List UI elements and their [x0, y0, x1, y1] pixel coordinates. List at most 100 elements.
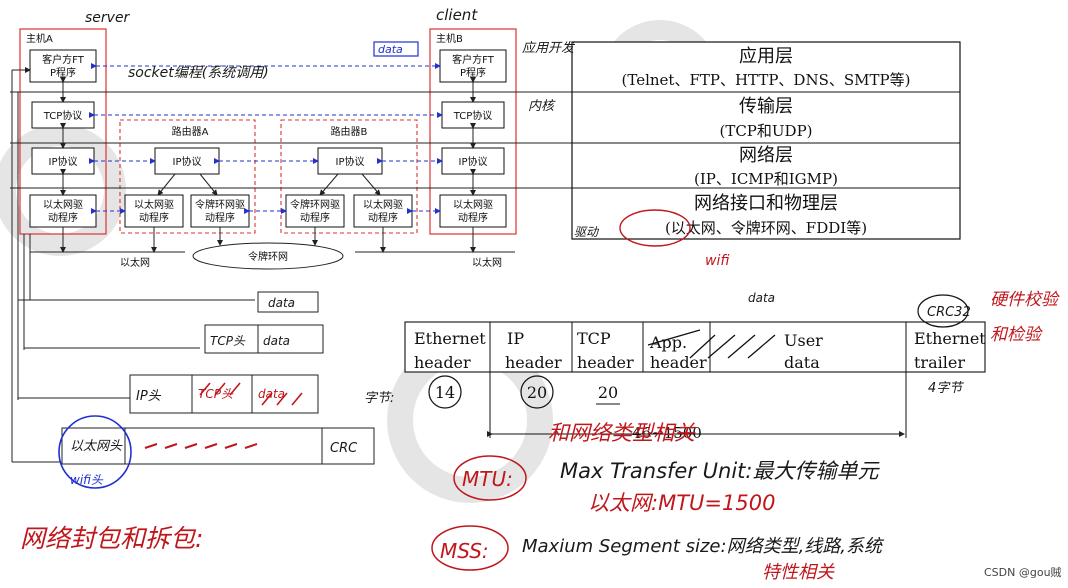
host-b-tcp: TCP协议: [453, 109, 493, 122]
annotation-mss: MSS:: [440, 539, 489, 563]
token-ring: [192, 242, 344, 270]
stack-crc-label: CRC: [330, 441, 358, 456]
annotation-data-mid: data: [748, 291, 775, 305]
annotation-trailer-bytes: 4字节: [928, 380, 964, 396]
annotation-wifi-top: wifi: [705, 253, 729, 269]
data-box-top: [373, 41, 419, 57]
annotation-mss-def: Maxium Segment size:网络类型,线路,系统: [522, 536, 885, 557]
network-label-right: 以太网: [472, 256, 502, 269]
router-b-title: 路由器B: [331, 125, 368, 138]
router-b-ip: IP协议: [336, 155, 365, 168]
annotation-mtu-def: Max Transfer Unit:最大传输单元: [560, 459, 880, 483]
host-a-tcp: TCP协议: [43, 109, 83, 122]
mtu-circle: [453, 455, 527, 501]
annotation-mtu-eth: 以太网:MTU=1500: [588, 491, 775, 515]
tcp-header-size: 20: [598, 383, 618, 402]
router-a: 路由器A IP协议 以太网驱动程序 令牌环网驱动程序: [119, 119, 256, 234]
stack-eth-label: 以太网头: [70, 439, 123, 454]
frame-field-6-line1: Ethernet: [914, 329, 986, 348]
frame-field-2-line1: IP: [507, 329, 524, 348]
stack-wifi-label: wifi头: [70, 473, 104, 487]
host-a-driver: 以太网驱动程序: [43, 198, 83, 224]
ethernet-frame: Ethernet header IP header TCP header App…: [404, 321, 986, 442]
annotation-server: server: [85, 10, 131, 26]
annotation-mtu-related: 和网络类型相关: [548, 421, 696, 445]
router-a-driver-token-line2: 动程序: [205, 211, 235, 224]
frame-field-1-line1: Ethernet: [414, 329, 486, 348]
stack-tcp-data-label: data: [263, 334, 290, 348]
host-b-title: 主机B: [436, 32, 463, 45]
router-a-ip: IP协议: [173, 155, 202, 168]
frame-field-5-line2: data: [784, 353, 820, 372]
annotation-app-dev: 应用开发: [522, 40, 576, 56]
router-a-driver-token: 令牌环网驱动程序: [195, 198, 245, 224]
annotation-kernel: 内核: [528, 99, 556, 114]
annotation-driver: 驱动: [574, 225, 600, 239]
host-a-title: 主机A: [26, 32, 53, 45]
router-b-driver-token-line2: 动程序: [300, 211, 330, 224]
layer-1-detail: (Telnet、FTP、HTTP、DNS、SMTP等): [622, 71, 911, 89]
frame-field-5-line1: User: [784, 331, 823, 350]
router-b-driver-token: 令牌环网驱动程序: [290, 198, 340, 224]
frame-field-4-line2: header: [650, 353, 707, 372]
frame-field-6-line2: trailer: [914, 353, 965, 372]
host-b-driver: 以太网驱动程序: [453, 198, 493, 224]
annotation-crc-note1: 硬件校验: [990, 290, 1060, 310]
annotation-mss-note: 特性相关: [762, 562, 835, 583]
annotation-bytes: 字节:: [364, 390, 394, 406]
annotation-encap: 网络封包和拆包:: [20, 524, 203, 553]
frame-data-range: 46~1500: [632, 424, 702, 442]
stack-connectors: [30, 77, 515, 253]
crc-circle: [917, 294, 969, 328]
eth-header-size: 14: [435, 383, 455, 402]
stack-ip-label: IP头: [136, 389, 162, 404]
stack-eth-scribble: [144, 443, 258, 449]
annotation-crc-note2: 和检验: [990, 325, 1043, 345]
layer-4-name: 网络接口和物理层: [694, 193, 838, 214]
router-b: 路由器B IP协议 令牌环网驱动程序 以太网驱动程序: [280, 119, 418, 234]
annotation-client: client: [436, 6, 478, 24]
host-b-app-line2: P程序: [460, 66, 486, 79]
annotation-crc: CRC32: [927, 305, 971, 320]
layer-table: 应用层 (Telnet、FTP、HTTP、DNS、SMTP等) 传输层 (TCP…: [571, 41, 961, 240]
router-b-driver-eth: 以太网驱动程序: [363, 198, 403, 224]
stack-data-label: data: [268, 296, 295, 310]
encapsulation-stack: [11, 67, 375, 465]
router-a-driver-eth-line2: 动程序: [139, 211, 169, 224]
peer-links: [89, 63, 443, 214]
frame-field-1-line2: header: [414, 353, 471, 372]
annotation-data-top: data: [378, 43, 403, 56]
ip-header-size: 20: [527, 383, 547, 402]
layer-4-detail: (以太网、令牌环网、FDDI等): [665, 219, 867, 237]
layer-2-name: 传输层: [739, 96, 793, 117]
layer-1-name: 应用层: [739, 46, 793, 67]
frame-field-4-line1: App.: [649, 333, 687, 352]
host-b-ip: IP协议: [459, 155, 488, 168]
host-a-driver-line2: 动程序: [48, 211, 78, 224]
app-header-strikethrough: [647, 329, 776, 359]
layer-3-name: 网络层: [739, 145, 793, 166]
frame-field-3-line2: header: [577, 353, 634, 372]
host-a-app-line2: P程序: [50, 66, 76, 79]
stack-tcp-label: TCP头: [210, 334, 246, 348]
layer-3-detail: (IP、ICMP和IGMP): [694, 170, 838, 188]
frame-field-3-line1: TCP: [577, 329, 611, 348]
router-a-driver-eth: 以太网驱动程序: [134, 198, 174, 224]
mss-circle: [431, 525, 509, 571]
wifi-circle: [58, 415, 132, 489]
network-label-left: 以太网: [120, 256, 150, 269]
annotation-socket: socket编程(系统调用): [128, 65, 269, 81]
stack-ip-scribble: [199, 382, 303, 406]
frame-field-2-line2: header: [505, 353, 562, 372]
watermark: CSDN @gou贼: [984, 565, 1062, 579]
host-a-ip: IP协议: [49, 155, 78, 168]
host-b-driver-line2: 动程序: [458, 211, 488, 224]
router-a-title: 路由器A: [172, 125, 209, 138]
router-b-driver-eth-line2: 动程序: [368, 211, 398, 224]
token-ring-label: 令牌环网: [248, 250, 288, 263]
annotation-mtu: MTU:: [462, 467, 513, 491]
layer-2-detail: (TCP和UDP): [719, 122, 812, 140]
